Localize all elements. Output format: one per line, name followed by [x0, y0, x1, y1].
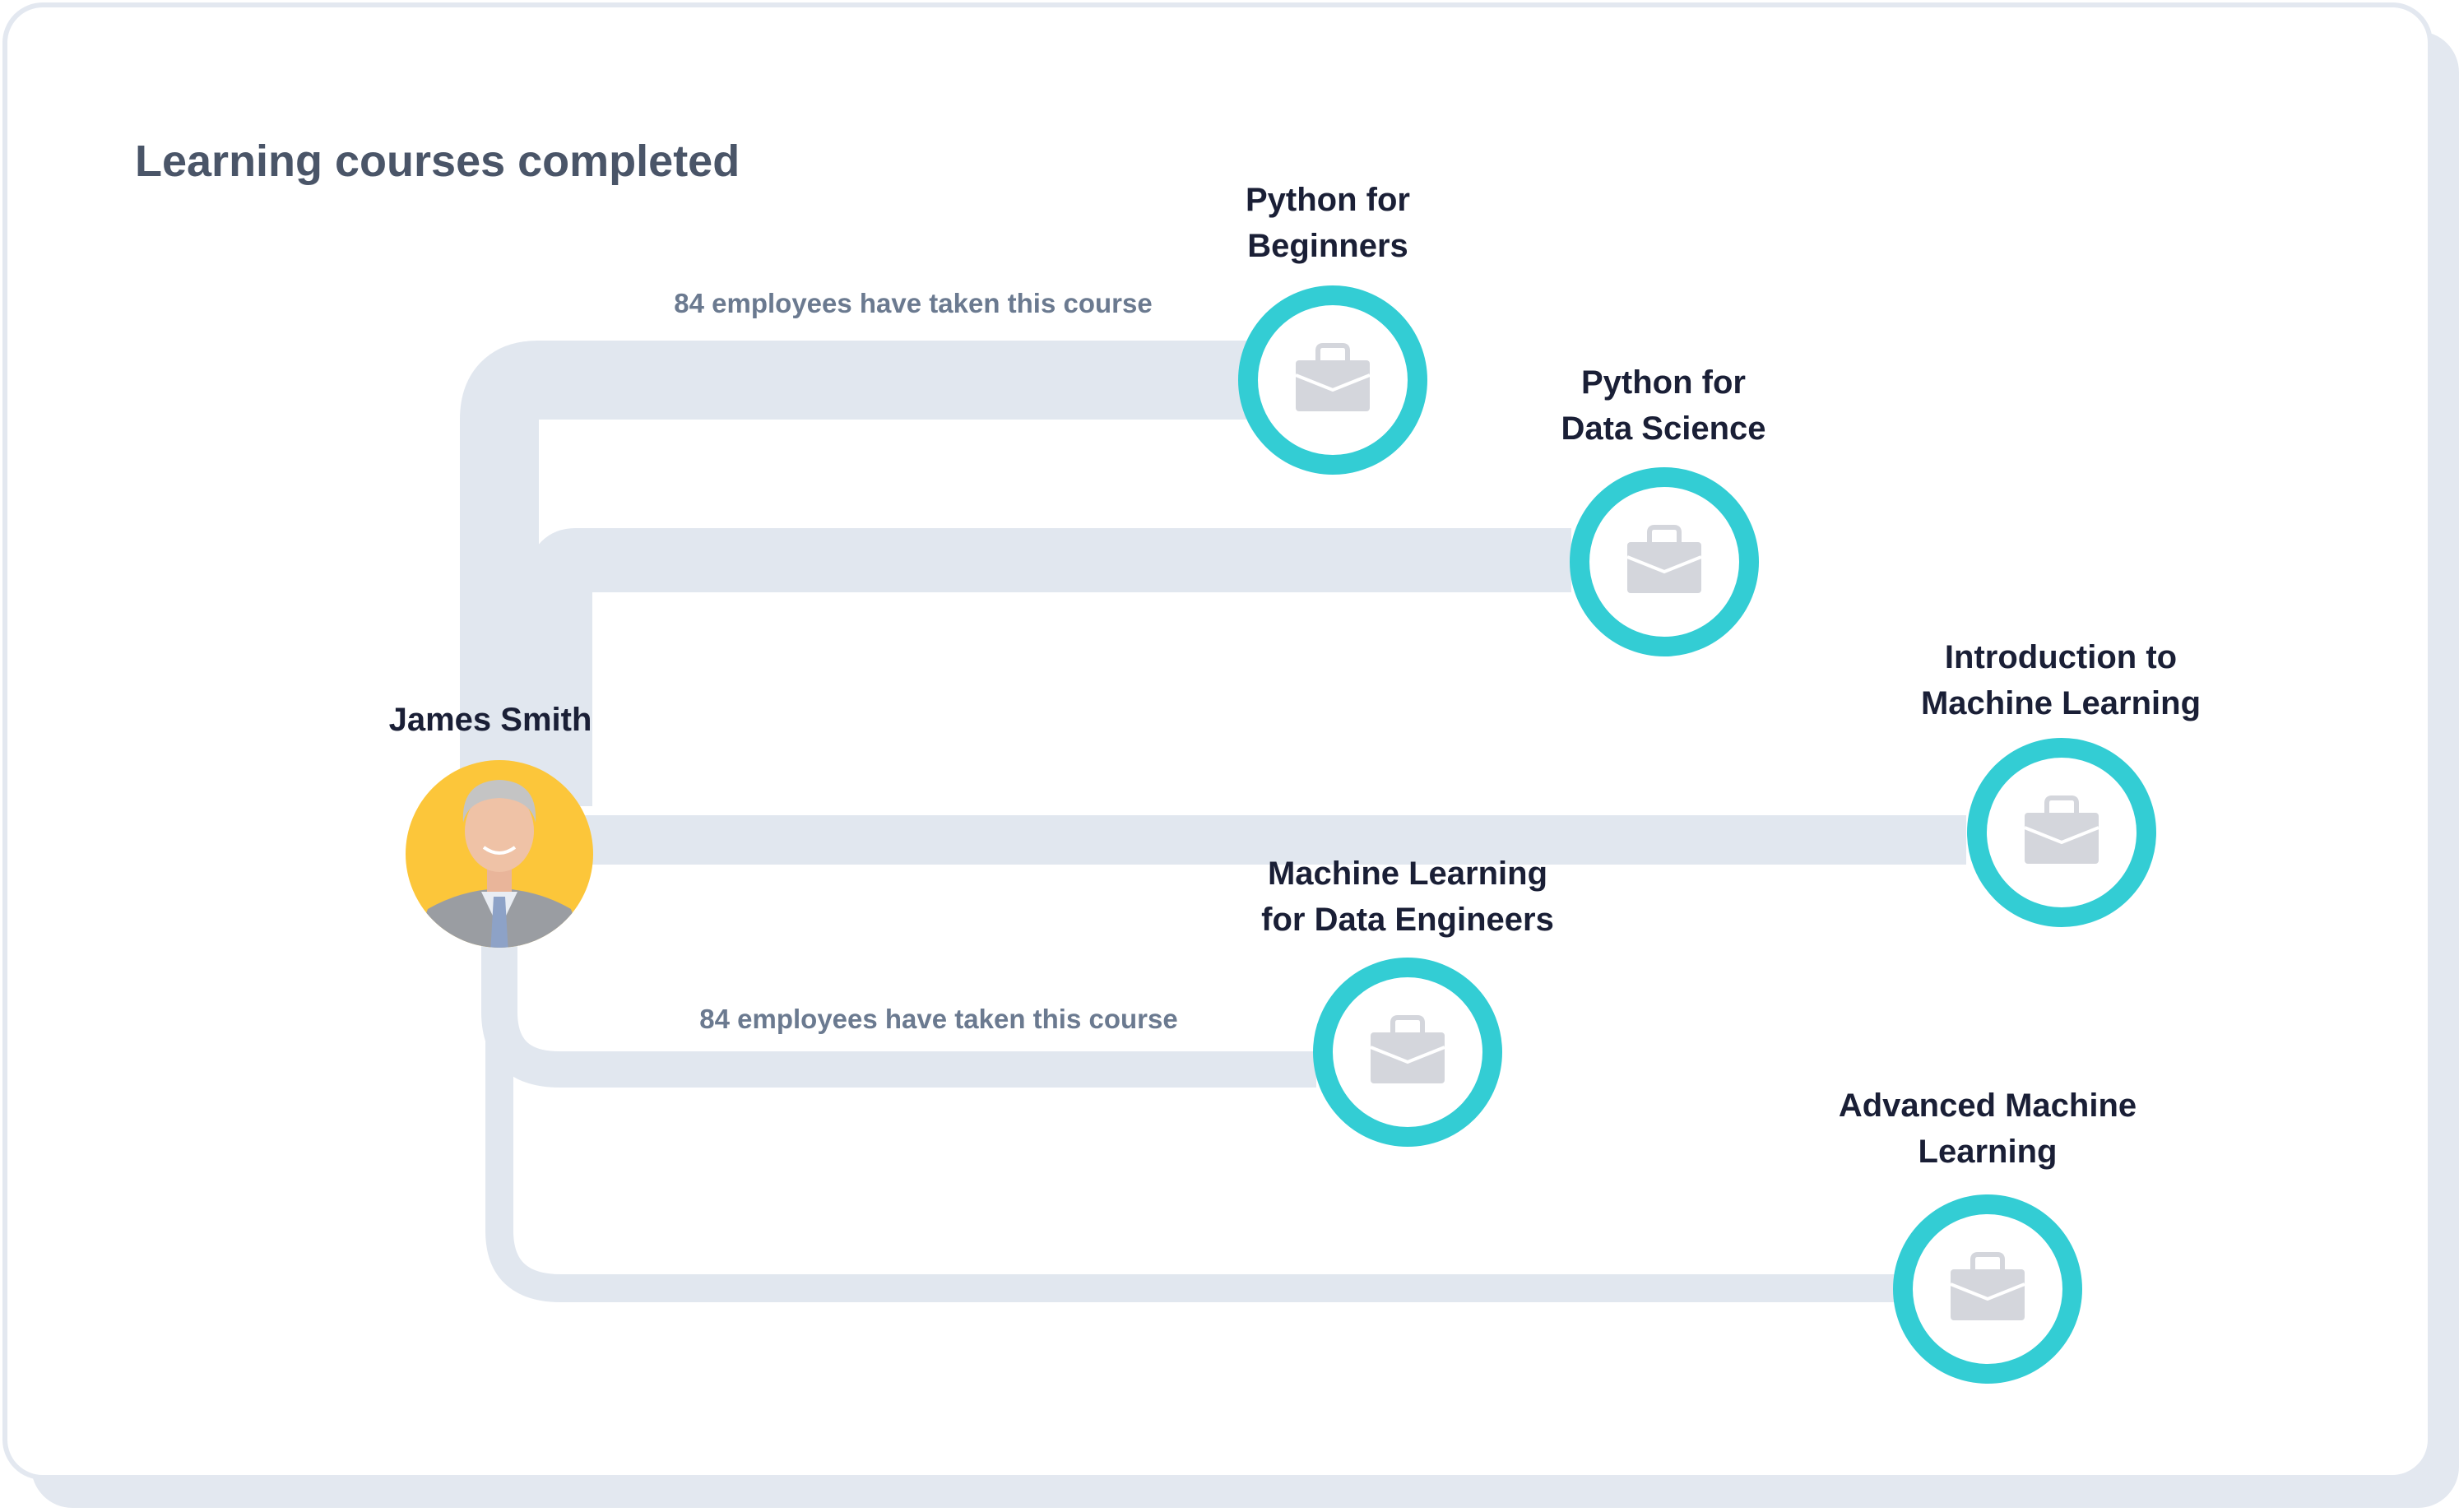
- course-node[interactable]: Introduction to Machine Learning: [1921, 639, 2201, 927]
- path-course-1: [460, 341, 1246, 854]
- course-title-line2: for Data Engineers: [1261, 902, 1554, 938]
- path-course-2: [528, 528, 1571, 806]
- briefcase-icon: [1950, 1252, 2025, 1320]
- course-title-line2: Data Science: [1561, 410, 1765, 447]
- course-note: 84 employees have taken this course: [674, 288, 1152, 318]
- course-title-line1: Machine Learning: [1268, 856, 1547, 892]
- course-node[interactable]: Machine Learning for Data Engineers: [1261, 856, 1554, 1147]
- course-note: 84 employees have taken this course: [699, 1004, 1177, 1034]
- path-course-5: [485, 905, 1900, 1302]
- course-title-line2: Machine Learning: [1921, 685, 2201, 721]
- course-title-line1: Advanced Machine: [1839, 1088, 2137, 1124]
- briefcase-icon: [1370, 1015, 1445, 1083]
- course-title-line1: Introduction to: [1945, 639, 2177, 675]
- course-title-line2: Beginners: [1247, 228, 1408, 264]
- course-title-line1: Python for: [1246, 182, 1410, 218]
- briefcase-icon: [1626, 525, 1702, 593]
- course-title-line1: Python for: [1581, 364, 1746, 401]
- connector-paths: [173, 341, 1966, 1302]
- briefcase-icon: [1295, 343, 1371, 411]
- page-title: Learning courses completed: [135, 137, 740, 186]
- person-name: James Smith: [389, 702, 592, 738]
- briefcase-icon: [2024, 795, 2099, 864]
- course-title-line2: Learning: [1918, 1134, 2058, 1170]
